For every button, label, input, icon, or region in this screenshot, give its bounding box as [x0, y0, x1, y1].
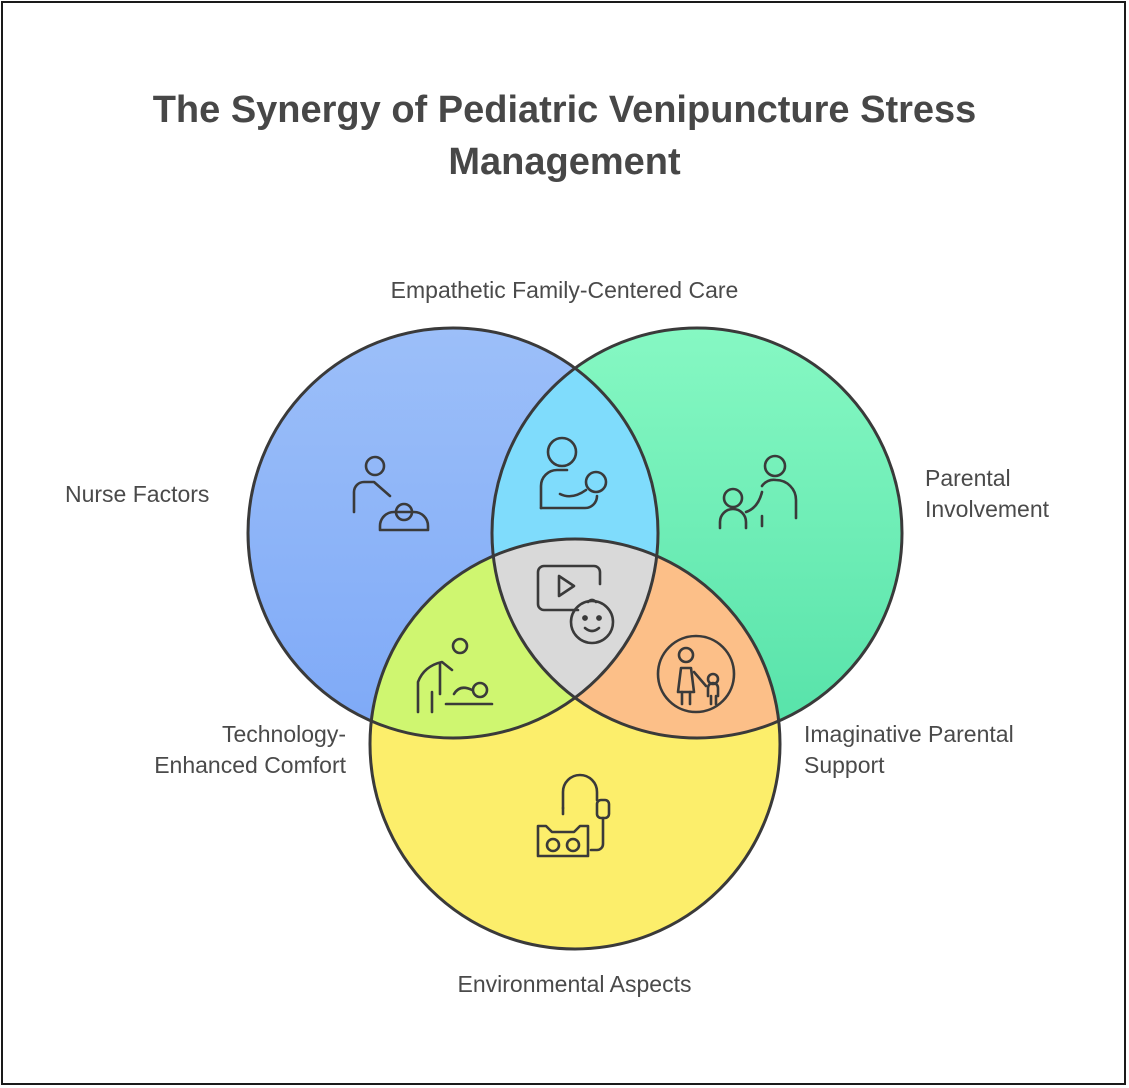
label-technology-enhanced-comfort: Technology- Enhanced Comfort: [154, 721, 346, 778]
parent-holding-baby-icon: [539, 436, 608, 510]
overlap-blue-yellow: [370, 539, 658, 738]
caregiver-changing-baby-icon: [416, 637, 494, 714]
title-line-2: Management: [448, 141, 681, 183]
label-empathetic-family-centered-care: Empathetic Family-Centered Care: [390, 277, 739, 303]
outline-green: [490, 326, 904, 740]
label-environmental-aspects: Environmental Aspects: [457, 971, 692, 997]
label-nurse-factors: Nurse Factors: [65, 481, 210, 507]
nurse-with-baby-icon: [352, 455, 430, 532]
label-parental-involvement: Parental Involvement: [925, 465, 1050, 522]
vr-headset-headphones-icon: [536, 773, 611, 858]
outline-blue: [246, 326, 660, 740]
video-and-happy-baby-icon: [536, 564, 615, 645]
outline-yellow: [368, 537, 782, 951]
parent-and-child-icon: [718, 454, 798, 530]
parent-walking-child-icon: [656, 634, 736, 714]
title-line-1: The Synergy of Pediatric Venipuncture St…: [152, 89, 977, 131]
page-title: The Synergy of Pediatric Venipuncture St…: [0, 84, 1129, 188]
label-imaginative-parental-support: Imaginative Parental Support: [804, 721, 1014, 778]
